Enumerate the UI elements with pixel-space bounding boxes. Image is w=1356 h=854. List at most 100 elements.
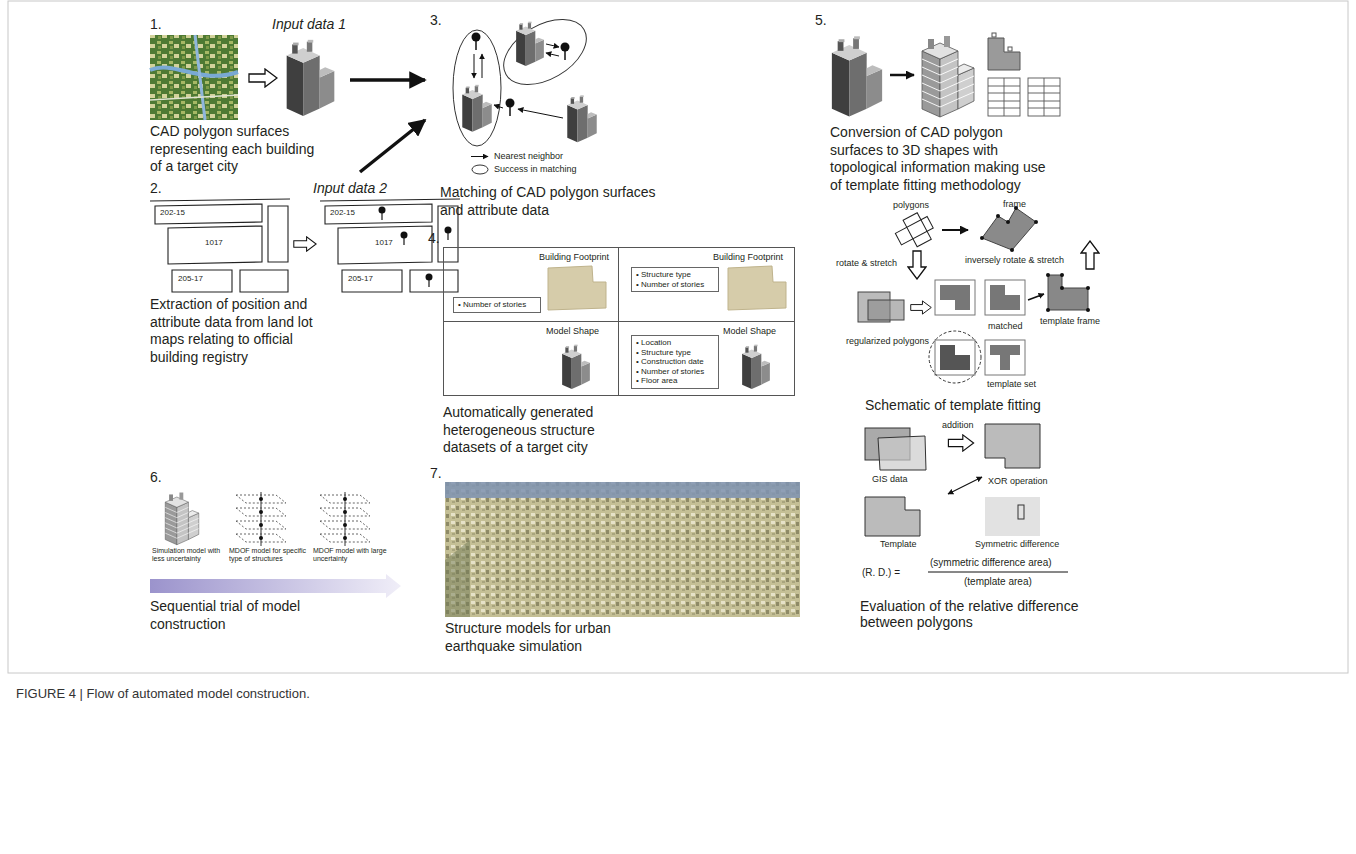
annotation: regularized polygons bbox=[846, 336, 929, 346]
step-description: Matching of CAD polygon surfaces and att… bbox=[440, 184, 665, 219]
template-fitting-schematic bbox=[996, 214, 1000, 218]
land-lot-map bbox=[150, 199, 290, 201]
template-fitting-schematic bbox=[1060, 273, 1064, 277]
hollow-arrow bbox=[249, 69, 277, 87]
model-sequence-illustration bbox=[259, 497, 347, 540]
lot-number: 205-17 bbox=[178, 274, 203, 283]
attribute-box: • Number of stories bbox=[453, 297, 541, 313]
legend-sample bbox=[470, 151, 490, 162]
step-panel: 3. Matching of CAD polygon surfaces and a… bbox=[425, 8, 675, 230]
land-lot-map bbox=[155, 204, 262, 224]
city-map-image bbox=[150, 35, 238, 120]
relative-difference-schematic bbox=[865, 497, 920, 536]
matching-illustration bbox=[474, 54, 475, 78]
step-number: 5. bbox=[815, 12, 827, 30]
template-fitting-schematic bbox=[911, 301, 932, 314]
land-lot-map bbox=[268, 206, 288, 262]
template-fitting-schematic bbox=[1046, 273, 1050, 277]
conversion-illustration bbox=[992, 33, 996, 37]
step-panel: 7.Structure models for urban earthquake … bbox=[425, 465, 805, 665]
annotation: GIS data bbox=[872, 474, 908, 484]
matching-illustration bbox=[494, 105, 503, 108]
step-number: 1. bbox=[150, 16, 162, 34]
flow-arrow bbox=[360, 120, 425, 172]
legend-item: Nearest neighbor bbox=[470, 151, 563, 162]
template-fitting-schematic bbox=[980, 206, 1038, 252]
cell-heading: Building Footprint bbox=[713, 252, 783, 263]
input-label: Input data 1 bbox=[272, 16, 346, 34]
annotation: matched bbox=[988, 321, 1023, 331]
cell-heading: Model Shape bbox=[546, 326, 599, 337]
model-sequence-illustration bbox=[259, 523, 263, 527]
template-fitting-schematic bbox=[940, 285, 970, 310]
model-label: MDOF model for specific type of structur… bbox=[229, 547, 309, 563]
matching-illustration bbox=[506, 99, 515, 117]
urban-model-image bbox=[445, 482, 800, 498]
annotation: template frame bbox=[1040, 316, 1100, 326]
template-fitting-schematic bbox=[1006, 220, 1010, 224]
formula-text: (template area) bbox=[964, 576, 1032, 588]
lot-number: 202-15 bbox=[160, 208, 185, 217]
land-lot-map bbox=[240, 270, 288, 292]
footprint-shape bbox=[548, 266, 786, 310]
template-fitting-schematic bbox=[990, 345, 1020, 370]
template-fitting-schematic bbox=[935, 280, 1025, 375]
lot-number: 202-15 bbox=[330, 208, 355, 217]
dataset-cell: Model Shape • Location • Structure type •… bbox=[618, 321, 795, 396]
template-fitting-schematic bbox=[982, 208, 1036, 250]
template-fitting-schematic bbox=[1048, 275, 1088, 310]
step-panel: 1.Input data 1CAD polygon surfaces repre… bbox=[145, 14, 350, 172]
land-lot-map bbox=[338, 226, 432, 264]
matching-illustration bbox=[453, 30, 501, 146]
step-number: 3. bbox=[430, 12, 442, 30]
relative-difference-schematic bbox=[928, 572, 1068, 573]
formula-text: (symmetric difference area) bbox=[930, 557, 1052, 569]
urban-model-image bbox=[445, 482, 800, 617]
conversion-illustration bbox=[988, 78, 1020, 116]
conversion-illustration bbox=[1028, 78, 1060, 116]
attribute-list: • Location • Structure type • Constructi… bbox=[636, 338, 714, 386]
dataset-cell: Building Footprint• Number of stories bbox=[443, 247, 619, 322]
template-fitting-schematic bbox=[1046, 308, 1050, 312]
template-fitting-schematic bbox=[1046, 273, 1090, 312]
template-fitting-schematic bbox=[892, 209, 938, 252]
legend-arrow bbox=[471, 156, 488, 157]
land-lot-map bbox=[325, 204, 432, 224]
annotation: XOR operation bbox=[988, 476, 1048, 486]
cell-heading: Model Shape bbox=[723, 326, 776, 337]
legend-text: Nearest neighbor bbox=[494, 151, 563, 161]
building-model bbox=[287, 40, 335, 116]
template-fitting-schematic bbox=[935, 280, 975, 315]
city-map-image bbox=[150, 95, 238, 100]
land-lot-map bbox=[410, 270, 458, 292]
template-fitting-schematic bbox=[935, 340, 975, 375]
model-sequence-illustration bbox=[343, 536, 347, 540]
template-fitting-schematic bbox=[1086, 308, 1090, 312]
relative-difference-schematic bbox=[948, 477, 982, 494]
model-label: Simulation model with less uncertainty bbox=[152, 547, 224, 563]
location-pin bbox=[426, 273, 433, 287]
model-sequence-illustration bbox=[343, 523, 347, 527]
location-pin bbox=[445, 226, 452, 240]
attribute-box: • Structure type • Number of stories bbox=[631, 267, 719, 292]
model-sequence-illustration bbox=[150, 492, 401, 598]
matching-illustration bbox=[518, 109, 563, 118]
location-pin bbox=[401, 231, 408, 245]
step-number: 4. bbox=[428, 230, 440, 248]
dataset-cell: Model Shape bbox=[443, 321, 619, 396]
figure-frame bbox=[8, 1, 1348, 673]
model-sequence-illustration bbox=[150, 574, 401, 598]
annotation: template set bbox=[987, 379, 1036, 389]
step-number: 2. bbox=[150, 180, 162, 198]
city-map-image bbox=[195, 35, 205, 120]
matching-illustration bbox=[493, 6, 598, 98]
urban-model-image bbox=[445, 482, 800, 617]
step-description: Conversion of CAD polygon surfaces to 3D… bbox=[830, 124, 1052, 194]
step-panel: 4.Automatically generated heterogeneous … bbox=[425, 230, 800, 465]
land-lot-map bbox=[342, 270, 402, 292]
annotation: rotate & stretch bbox=[836, 258, 897, 268]
template-fitting-schematic bbox=[940, 345, 970, 370]
template-fitting-schematic bbox=[858, 206, 1099, 383]
